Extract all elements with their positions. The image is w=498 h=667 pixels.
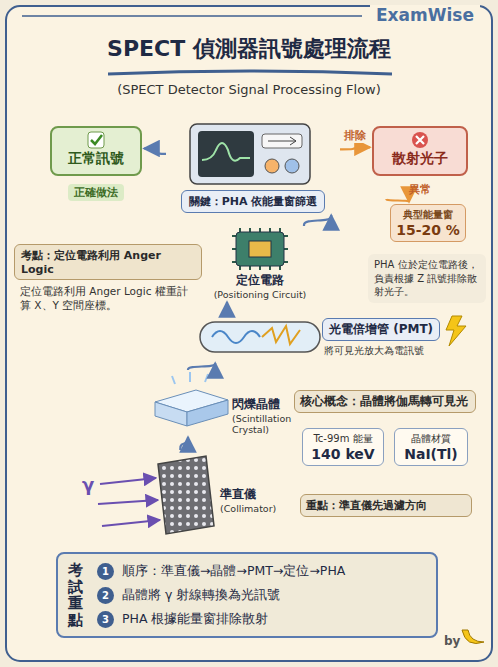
scintillation-crystal: 閃爍晶體(Scintillation Crystal) — [140, 372, 290, 435]
flow-arrow — [226, 302, 229, 316]
exam-point: 考點：定位電路利用 Anger Logic 定位電路利用 Anger Logic … — [14, 244, 202, 316]
credit: by — [444, 634, 460, 648]
callout-number: 3 — [97, 611, 114, 628]
node-heading: 核心概念：晶體將伽馬轉可見光 — [300, 394, 470, 409]
flow-arrow — [386, 199, 409, 202]
pha-analyzer: 關鍵：PHA 依能量窗篩選 — [168, 122, 338, 213]
card — [6, 6, 492, 661]
node-heading: 光電倍增管 (PMT) — [329, 321, 433, 338]
node-text: 晶體將 γ 射線轉換為光訊號 — [122, 587, 280, 604]
callout-number: 2 — [97, 587, 114, 604]
text-group: 正常訊號 — [50, 126, 142, 176]
flow-arrow — [144, 149, 166, 154]
text-group: 關鍵：PHA 依能量窗篩選 — [181, 190, 326, 213]
node-text: (Positioning Circuit) — [205, 289, 315, 300]
crystal-material: 晶體材質NaI(Tl) — [394, 428, 468, 466]
core-concept: 核心概念：晶體將伽馬轉可見光 — [294, 390, 476, 413]
text-group: 準直儀(Collimator) — [220, 486, 295, 514]
node-heading: 重點：準直儀先過濾方向 — [306, 498, 466, 513]
node-text: 15-20 % — [394, 222, 462, 238]
node-heading: 定位電路 — [205, 272, 315, 289]
subtitle: (SPECT Detector Signal Processing Flow) — [0, 82, 498, 97]
scintillation-crystal — [155, 372, 228, 426]
gamma-label: γ — [82, 474, 94, 495]
brand: ExamWise — [370, 5, 480, 25]
text-group: 重點：準直儀先過濾方向 — [306, 498, 466, 513]
text-group: 考點：定位電路利用 Anger Logic — [14, 244, 202, 280]
normal-signal: 正常訊號正確做法 — [50, 126, 142, 201]
text-group: 定位電路利用 Anger Logic 權重計算 X、Y 空間座標。 — [14, 280, 202, 316]
scatter-photon: 散射光子異常 — [372, 126, 468, 197]
node-text: 140 keV — [306, 446, 380, 462]
node-heading: 考試重點 — [68, 562, 83, 628]
node-text: NaI(Tl) — [398, 446, 464, 462]
node-text: 順序：準直儀→晶體→PMT→定位→PHA — [122, 563, 345, 580]
key-point: 重點：準直儀先過濾方向 — [300, 494, 472, 517]
summary-row: 2 晶體將 γ 射線轉換為光訊號 — [97, 587, 345, 604]
text-group: 光電倍增管 (PMT) — [322, 318, 440, 341]
node-heading: Tc-99m 能量 — [306, 432, 380, 446]
text-group: PHA 位於定位電路後，負責根據 Z 訊號排除散射光子。 — [374, 258, 480, 299]
summary-row: 1 順序：準直儀→晶體→PMT→定位→PHA — [97, 563, 345, 580]
title: SPECT 偵測器訊號處理流程 — [0, 34, 498, 64]
text-group: 典型能量窗15-20 % — [394, 208, 462, 238]
title-underline — [108, 71, 392, 74]
text-group: 定位電路(Positioning Circuit) — [205, 272, 315, 300]
node-heading: 考點：定位電路利用 Anger Logic — [21, 248, 195, 276]
flow-arrow — [188, 363, 215, 370]
node-text: 正確做法 — [74, 185, 118, 200]
energy-window: 典型能量窗15-20 % — [390, 204, 466, 242]
text-group: Tc-99m 能量140 keV — [306, 432, 380, 462]
check-icon — [85, 131, 107, 149]
collimator — [158, 456, 214, 534]
callout-number: 1 — [97, 563, 114, 580]
flow-arrow — [340, 147, 370, 149]
text-group: 閃爍晶體(Scintillation Crystal) — [232, 396, 290, 435]
node-text: (Collimator) — [220, 503, 295, 514]
node-heading: 關鍵：PHA 依能量窗篩選 — [189, 194, 318, 209]
node-heading: 散射光子 — [378, 150, 462, 168]
edge-label: 排除 — [343, 129, 367, 143]
node-heading: 閃爍晶體 — [232, 396, 290, 413]
node-text: 定位電路利用 Anger Logic 權重計算 X、Y 空間座標。 — [20, 284, 196, 312]
node-text: 異常 — [372, 182, 468, 197]
collimator: 準直儀(Collimator) — [140, 452, 295, 514]
text-group: 散射光子 — [372, 126, 468, 176]
summary-list: 1 順序：準直儀→晶體→PMT→定位→PHA 2 晶體將 γ 射線轉換為光訊號 3 PHA… — [97, 563, 345, 628]
pmt: 光電倍增管 (PMT) 將可見光放大為電訊號 — [190, 318, 442, 361]
node-heading: 晶體材質 — [398, 432, 464, 446]
node-text: 將可見光放大為電訊號 — [324, 344, 440, 358]
header-line — [22, 15, 362, 17]
positioning-chip — [232, 228, 288, 270]
exam-summary: 考試重點 1 順序：準直儀→晶體→PMT→定位→PHA 2 晶體將 γ 射線轉換為光訊號… — [56, 552, 438, 638]
node-text: PHA 根據能量窗排除散射 — [122, 611, 268, 628]
flow-arrow — [304, 215, 331, 226]
pha-analyzer — [190, 124, 310, 184]
text-group: 晶體材質NaI(Tl) — [398, 432, 464, 462]
cross-icon — [409, 131, 431, 149]
gamma-rays — [98, 478, 160, 526]
tc99m-energy: Tc-99m 能量140 keV — [302, 428, 384, 466]
positioning-circuit: 定位電路(Positioning Circuit) — [205, 228, 315, 300]
banana — [462, 630, 484, 644]
flow-arrow — [180, 437, 188, 450]
note-box: PHA 位於定位電路後，負責根據 Z 訊號排除散射光子。 — [368, 254, 486, 303]
text-group: 核心概念：晶體將伽馬轉可見光 — [300, 394, 470, 409]
summary-row: 3 PHA 根據能量窗排除散射 — [97, 611, 345, 628]
node-heading: 典型能量窗 — [394, 208, 462, 222]
node-heading: PHA 位於定位電路後，負責根據 Z 訊號排除散射光子。 — [374, 258, 480, 299]
node-heading: 準直儀 — [220, 486, 295, 503]
text-group: 將可見光放大為電訊號 — [322, 341, 442, 361]
node-text: (Scintillation Crystal) — [232, 413, 290, 435]
node-heading: 正常訊號 — [56, 150, 136, 168]
text-group: 異常 — [372, 182, 468, 197]
text-group: 正確做法 — [68, 184, 124, 201]
